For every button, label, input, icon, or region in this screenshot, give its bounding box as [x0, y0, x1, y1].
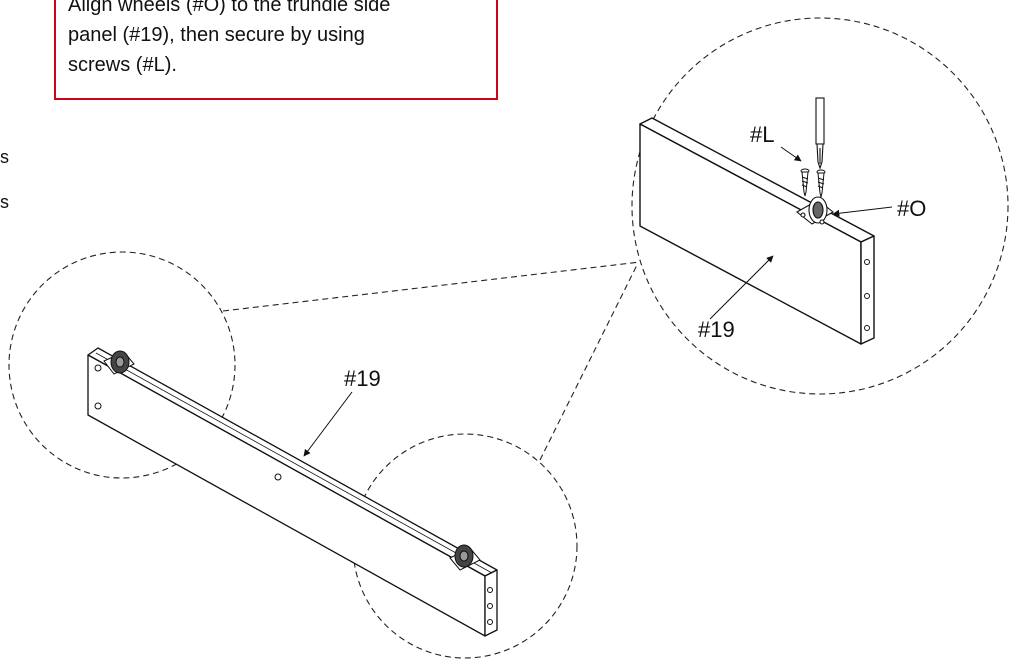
zoom-connector-top [222, 261, 641, 312]
instruction-line-1: Align wheels (#O) to the trundle side [68, 0, 391, 16]
instruction-box: Align wheels (#O) to the trundle side pa… [54, 0, 498, 100]
wheel-right [449, 544, 481, 571]
side-text-fragment-2: s [0, 192, 9, 212]
label-wheel: #O [897, 196, 926, 221]
panel-hole [864, 259, 870, 265]
label-panel-detail: #19 [698, 317, 735, 342]
side-panel-detail [639, 117, 875, 345]
zoom-connector-bottom [539, 264, 638, 461]
leader-wheel [832, 206, 893, 217]
leader-screw [780, 146, 802, 162]
panel-hole [487, 619, 493, 625]
panel-hole [487, 603, 493, 609]
zoom-circle-left [8, 251, 236, 479]
wheel-left [103, 350, 135, 375]
screwdriver-icon [815, 97, 825, 170]
panel-hole [274, 473, 282, 481]
label-panel-main: #19 [344, 366, 381, 391]
leader-panel-detail [709, 255, 774, 320]
screw-1 [800, 168, 810, 197]
instruction-line-2: panel (#19), then secure by using [68, 24, 365, 46]
panel-hole [94, 402, 102, 410]
screw-2 [816, 169, 826, 198]
side-text-fragment-1: s [0, 147, 9, 167]
panel-hole [864, 325, 870, 331]
panel-hole [487, 587, 493, 593]
side-panel-main [87, 347, 498, 637]
leader-panel-main [303, 391, 353, 457]
panel-hole [94, 364, 102, 372]
instruction-line-3: screws (#L). [68, 54, 177, 76]
wheel-detail [796, 196, 834, 225]
zoom-circle-detail [631, 17, 1009, 395]
panel-hole [864, 293, 870, 299]
label-screw: #L [750, 122, 774, 147]
